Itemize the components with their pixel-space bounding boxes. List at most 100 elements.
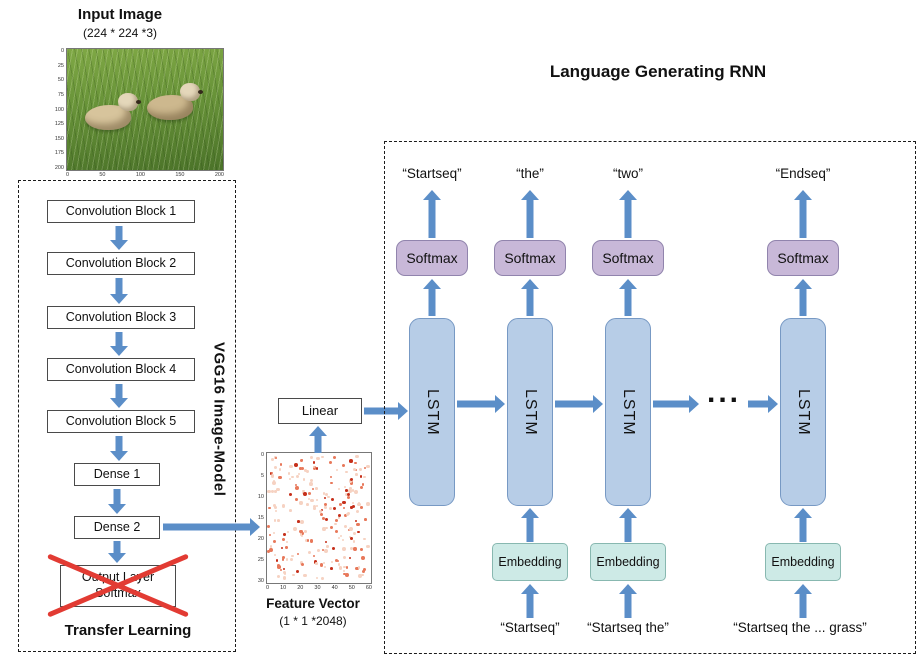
feature-dot <box>335 469 338 472</box>
tick-label: 40 <box>331 585 338 591</box>
feature-dot <box>273 519 277 523</box>
arrow-up-icon <box>521 279 539 316</box>
arrow-up-icon <box>619 190 637 238</box>
feature-dot <box>354 489 358 494</box>
feature-dot <box>302 478 305 481</box>
feature-dot <box>284 546 288 549</box>
feature-dot <box>267 525 271 529</box>
embedding-node-3: Embedding <box>765 543 841 581</box>
tick-label: 60 <box>365 585 372 591</box>
tick-label: 50 <box>348 585 355 591</box>
feature-dot <box>360 505 364 509</box>
feature-dot <box>316 457 320 461</box>
tick-label: 20 <box>257 536 264 542</box>
feature-dot <box>317 548 321 552</box>
softmax-node-1: Softmax <box>396 240 468 276</box>
feature-dot <box>302 490 305 493</box>
feature-dot <box>357 574 362 578</box>
feature-dot <box>289 492 293 496</box>
feature-dot <box>304 538 309 542</box>
feature-dot <box>345 488 348 492</box>
arrow-up-icon <box>794 279 812 316</box>
feature-dot <box>349 547 353 551</box>
feature-dot <box>287 472 291 475</box>
feature-dot <box>352 540 356 543</box>
tick-label: 50 <box>57 77 64 84</box>
feature-dot <box>353 547 357 551</box>
arrow-up-icon <box>794 190 812 238</box>
feature-dot <box>276 487 280 492</box>
dog-right <box>147 83 203 120</box>
feature-dot <box>267 550 270 553</box>
feature-dot <box>346 566 349 569</box>
arrow-down-icon <box>109 384 129 408</box>
feature-dot <box>357 566 361 569</box>
arrow-up-icon <box>619 279 637 316</box>
feature-dot <box>316 467 319 470</box>
feature-dot <box>334 558 339 562</box>
feature-dot <box>309 539 313 543</box>
feature-dot <box>275 558 279 562</box>
softmax-node-2: Softmax <box>494 240 566 276</box>
feature-dot <box>275 509 278 513</box>
feature-dot <box>347 528 350 532</box>
feature-dot <box>366 502 370 506</box>
feature-dot <box>289 478 292 481</box>
rnn-container <box>384 141 916 654</box>
feature-dot <box>272 539 277 544</box>
tick-label: 150 <box>54 135 64 142</box>
feature-dot <box>349 459 353 463</box>
tick-label: 30 <box>314 585 321 591</box>
feature-dot <box>343 524 348 529</box>
feature-dot <box>312 505 316 509</box>
conv-block-1-label: Convolution Block 1 <box>65 203 177 218</box>
feature-dot <box>360 556 365 560</box>
tick-label: 10 <box>257 494 264 500</box>
feature-dot <box>278 468 282 471</box>
feature-dot <box>337 513 342 518</box>
feature-dot <box>301 491 305 495</box>
feature-dot <box>345 470 348 473</box>
feature-dot <box>351 489 355 493</box>
dense-2: Dense 2 <box>74 516 160 539</box>
feature-dot <box>327 495 330 499</box>
feature-dot <box>332 547 336 551</box>
softmax-label: Softmax <box>602 250 654 266</box>
feature-dot <box>329 525 334 530</box>
arrow-down-icon <box>107 489 127 514</box>
feature-dot <box>299 529 303 533</box>
feature-vector-dims: (1 * 1 *2048) <box>279 614 347 628</box>
feature-dot <box>334 529 338 533</box>
feature-dot <box>285 541 288 544</box>
feature-dot <box>281 555 285 559</box>
feature-dot <box>323 505 327 509</box>
lstm-label: LSTM <box>795 388 812 436</box>
feature-dot <box>276 563 280 568</box>
feature-dot <box>277 565 281 569</box>
feature-dot <box>349 557 352 560</box>
feature-dot <box>322 562 325 565</box>
feature-dot <box>349 487 352 490</box>
lstm-node-2: LSTM <box>507 318 553 506</box>
conv-block-4-label: Convolution Block 4 <box>65 361 177 376</box>
feature-dot <box>303 492 308 497</box>
feature-dot <box>271 481 276 486</box>
feature-dot <box>272 504 276 508</box>
feature-dot <box>338 502 342 507</box>
feature-dot <box>345 573 350 578</box>
tick-label: 25 <box>257 557 264 563</box>
feature-dot <box>363 476 366 479</box>
feature-dot <box>282 576 286 580</box>
feature-dot <box>323 549 328 553</box>
feature-dot <box>319 513 324 517</box>
feature-dot <box>267 489 271 493</box>
arrow-up-icon <box>309 426 327 453</box>
feature-dot <box>352 502 355 505</box>
softmax-label: Softmax <box>406 250 458 266</box>
conv-block-4: Convolution Block 4 <box>47 358 195 381</box>
lstm-node-3: LSTM <box>605 318 651 506</box>
feature-dot <box>359 547 364 552</box>
feature-dot <box>309 482 314 487</box>
